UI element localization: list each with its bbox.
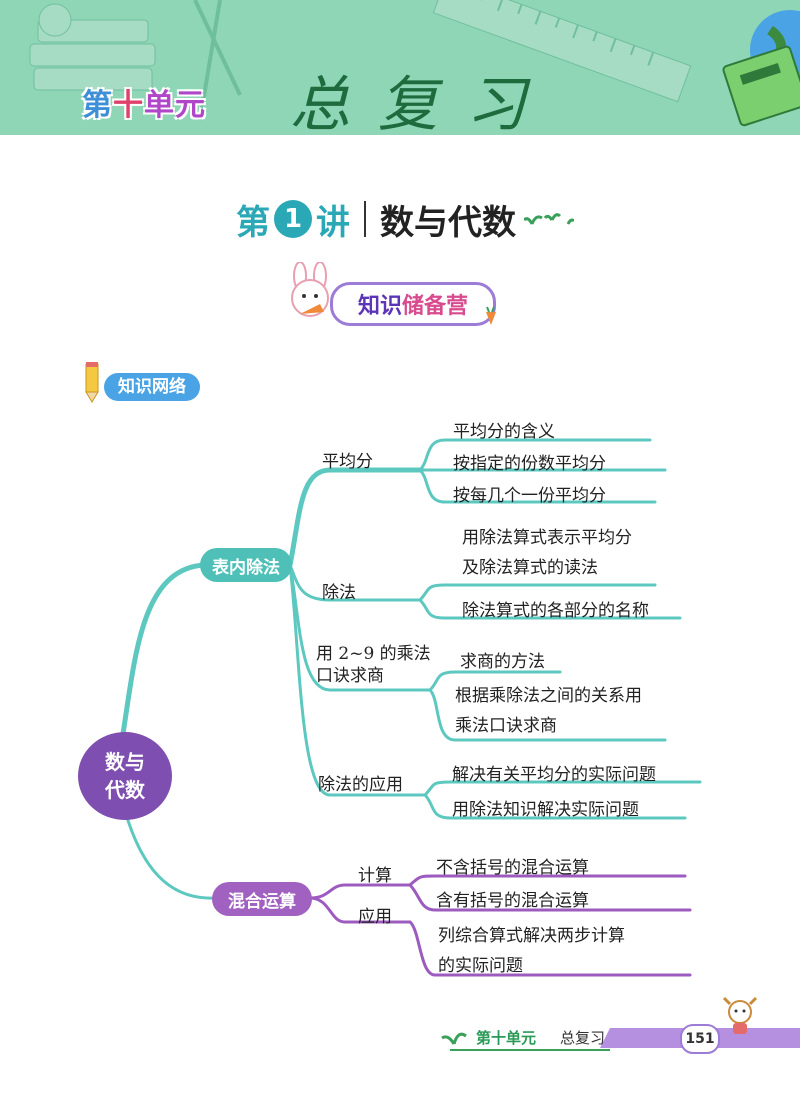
lecture-number: 1	[274, 200, 312, 238]
carrot-icon	[486, 306, 496, 325]
lecture-divider	[364, 201, 366, 237]
leaf-with-parentheses: 含有括号的混合运算	[436, 891, 589, 911]
pencil-icon	[85, 362, 99, 403]
page-number: 151	[680, 1024, 720, 1054]
leaf-two-step-line2: 的实际问题	[438, 956, 523, 976]
branch-mixed-operations: 混合运算	[212, 882, 312, 916]
leaf-relation-line1: 根据乘除法之间的关系用	[455, 686, 642, 706]
root-line2: 代数	[105, 778, 145, 802]
sub-average-division: 平均分	[322, 452, 373, 472]
unit-title-c: 单元	[144, 88, 206, 123]
badge-part2: 储备营	[402, 294, 469, 319]
leaf-average-problems: 解决有关平均分的实际问题	[452, 765, 656, 785]
lecture-topic: 数与代数	[380, 202, 516, 243]
leaf-average-meaning: 平均分的含义	[453, 422, 555, 442]
sub-division-application: 除法的应用	[318, 775, 403, 795]
sub-application: 应用	[358, 907, 392, 927]
leaf-by-number-of-parts: 按指定的份数平均分	[453, 454, 606, 474]
sub-division: 除法	[322, 583, 356, 603]
footer-unit: 第十单元	[476, 1029, 537, 1047]
leaf-two-step-line1: 列综合算式解决两步计算	[438, 926, 625, 946]
footer-section: 总复习	[560, 1029, 606, 1047]
leaf-division-part-names: 除法算式的各部分的名称	[462, 601, 649, 621]
bunny-icon	[291, 262, 329, 317]
header-decoration	[0, 0, 800, 135]
root-node: 数与 代数	[78, 732, 172, 820]
knowledge-network-label: 知识网络	[104, 373, 200, 401]
leaf-quotient-method: 求商的方法	[460, 652, 545, 672]
header-banner	[0, 0, 800, 135]
unit-title-a: 第	[82, 88, 113, 123]
review-title: 总复习	[290, 70, 554, 140]
sub-multiplication-table-quotient: 用 2~9 的乘法 口诀求商	[316, 643, 431, 687]
leaf-two-step-problems: 列综合算式解决两步计算 的实际问题	[438, 921, 625, 981]
sub-multiplication-line2: 口诀求商	[316, 666, 384, 686]
leaf-division-expression-line2: 及除法算式的读法	[462, 558, 598, 578]
root-line1: 数与	[105, 750, 145, 774]
sub-multiplication-line1: 用 2~9 的乘法	[316, 644, 431, 664]
leaf-relation-line2: 乘法口诀求商	[455, 716, 557, 736]
unit-title-b: 十	[113, 88, 144, 123]
lecture-jiang: 讲	[316, 202, 350, 243]
unit-title: 第十单元	[82, 80, 206, 124]
leaf-division-expression-line1: 用除法算式表示平均分	[462, 528, 632, 548]
badge-part1: 知识	[357, 294, 402, 319]
leaf-division-expression: 用除法算式表示平均分 及除法算式的读法	[462, 523, 632, 583]
leaf-division-problems: 用除法知识解决实际问题	[452, 800, 639, 820]
lecture-title: 第 1 讲 数与代数	[236, 194, 574, 244]
knowledge-camp-badge: 知识储备营	[330, 282, 496, 326]
sprout-icon	[524, 213, 574, 225]
leaf-relation-quotient: 根据乘除法之间的关系用 乘法口诀求商	[455, 681, 642, 741]
leaf-no-parentheses: 不含括号的混合运算	[436, 858, 589, 878]
lecture-di: 第	[236, 202, 270, 243]
mascot-icon	[722, 996, 758, 1034]
branch-table-division: 表内除法	[200, 548, 292, 582]
leaf-by-group-size: 按每几个一份平均分	[453, 486, 606, 506]
sub-calculation: 计算	[358, 866, 392, 886]
